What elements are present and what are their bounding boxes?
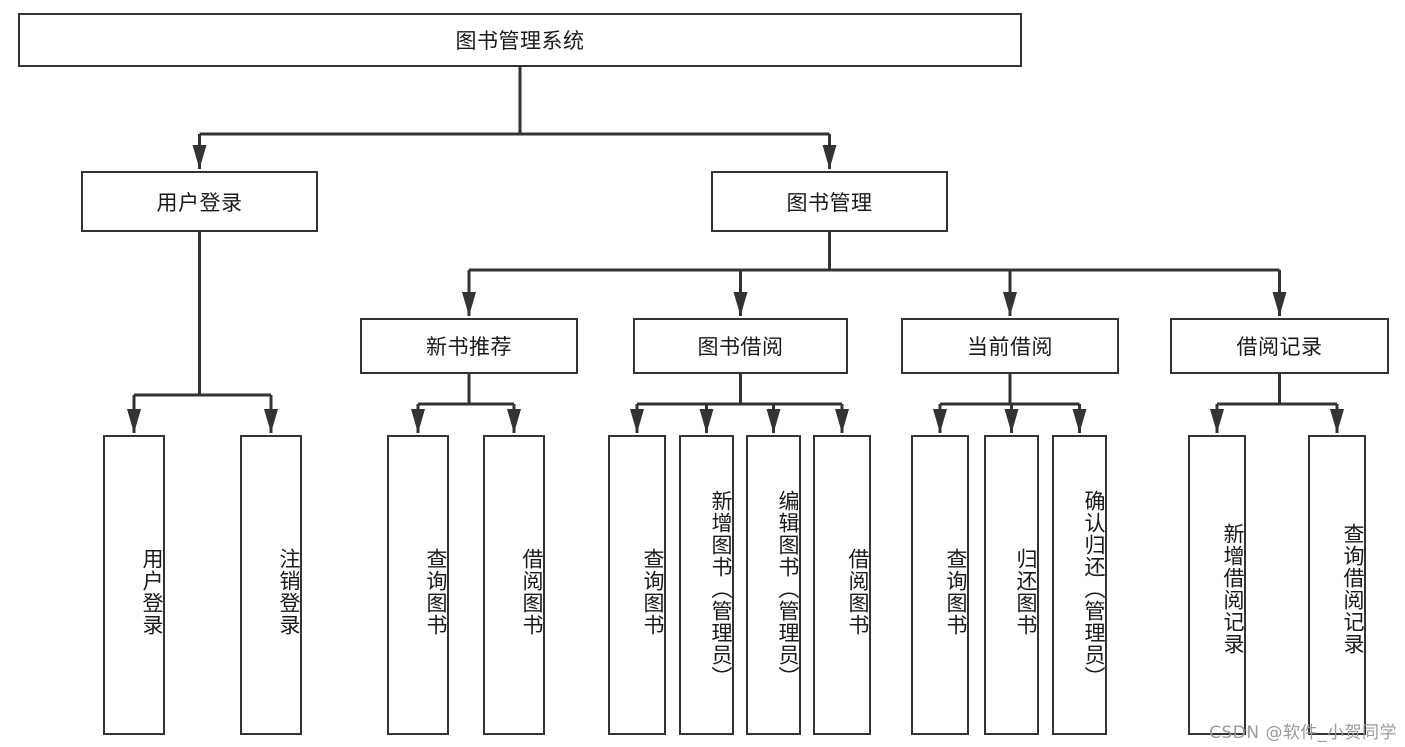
node-leaf-confirm[interactable]: 确认归还（管理员） (1052, 435, 1107, 735)
arrowhead-icon-leaf-query-record (1330, 409, 1344, 433)
arrowhead-icon-book-manage (822, 145, 837, 169)
node-label-leaf-query-2: 查询图书 (641, 548, 665, 636)
node-label-leaf-add-book: 新增图书（管理员） (709, 490, 733, 688)
node-label-leaf-borrow-1: 借阅图书 (520, 548, 544, 636)
node-label-borrow-record: 借阅记录 (1236, 335, 1323, 359)
node-label-leaf-login: 用户登录 (140, 548, 164, 636)
node-label-leaf-logout: 注销登录 (277, 548, 301, 636)
arrowhead-icon-new-book-rec (462, 292, 476, 316)
node-label-new-book-rec: 新书推荐 (426, 335, 512, 359)
node-label-leaf-borrow-2: 借阅图书 (846, 548, 870, 636)
arrowhead-icon-user-login (192, 145, 207, 169)
node-label-leaf-return-book: 归还图书 (1014, 548, 1038, 636)
node-book-borrow[interactable]: 图书借阅 (633, 318, 848, 374)
arrowhead-icon-leaf-add-book (699, 409, 714, 433)
arrowhead-icon-leaf-logout (264, 409, 278, 433)
node-leaf-query-2[interactable]: 查询图书 (608, 435, 666, 735)
node-label-root: 图书管理系统 (455, 29, 585, 53)
node-root[interactable]: 图书管理系统 (18, 13, 1022, 67)
node-label-book-borrow: 图书借阅 (697, 335, 784, 359)
node-leaf-borrow-2[interactable]: 借阅图书 (813, 435, 871, 735)
arrowhead-icon-book-borrow (733, 292, 748, 316)
node-label-leaf-confirm: 确认归还（管理员） (1082, 490, 1106, 688)
arrowhead-icon-current-borrow (1003, 292, 1017, 316)
arrowhead-icon-borrow-record (1272, 292, 1287, 316)
node-leaf-add-record[interactable]: 新增借阅记录 (1188, 435, 1246, 735)
node-leaf-logout[interactable]: 注销登录 (240, 435, 302, 735)
arrowhead-icon-leaf-return-book (1004, 409, 1019, 433)
node-label-current-borrow: 当前借阅 (967, 335, 1053, 359)
node-borrow-record[interactable]: 借阅记录 (1170, 318, 1389, 374)
node-leaf-edit-book[interactable]: 编辑图书（管理员） (746, 435, 801, 735)
arrowhead-icon-leaf-add-record (1210, 409, 1224, 433)
arrowhead-icon-leaf-query-2 (630, 409, 644, 433)
node-leaf-login[interactable]: 用户登录 (103, 435, 165, 735)
node-label-leaf-query-record: 查询借阅记录 (1341, 523, 1365, 655)
arrowhead-icon-leaf-confirm (1072, 409, 1087, 433)
node-current-borrow[interactable]: 当前借阅 (901, 318, 1119, 374)
watermark: CSDN @软件_小贺同学 (1209, 723, 1397, 743)
node-label-leaf-query-1: 查询图书 (424, 548, 448, 636)
arrowhead-icon-leaf-login (127, 409, 141, 433)
arrowhead-icon-leaf-query-1 (411, 409, 425, 433)
node-leaf-return-book[interactable]: 归还图书 (984, 435, 1039, 735)
node-leaf-borrow-1[interactable]: 借阅图书 (483, 435, 545, 735)
node-label-leaf-query-3: 查询图书 (944, 548, 968, 636)
node-book-manage[interactable]: 图书管理 (711, 171, 948, 232)
node-new-book-rec[interactable]: 新书推荐 (360, 318, 578, 374)
node-label-user-login: 用户登录 (156, 190, 243, 215)
node-leaf-add-book[interactable]: 新增图书（管理员） (679, 435, 734, 735)
arrowhead-icon-leaf-borrow-1 (507, 409, 521, 433)
node-user-login[interactable]: 用户登录 (81, 171, 318, 232)
arrowhead-icon-leaf-query-3 (933, 409, 947, 433)
node-label-leaf-edit-book: 编辑图书（管理员） (776, 490, 800, 688)
node-leaf-query-record[interactable]: 查询借阅记录 (1308, 435, 1366, 735)
arrowhead-icon-leaf-borrow-2 (835, 409, 849, 433)
node-leaf-query-1[interactable]: 查询图书 (387, 435, 449, 735)
node-label-leaf-add-record: 新增借阅记录 (1221, 523, 1245, 655)
node-label-book-manage: 图书管理 (786, 190, 873, 215)
arrowhead-icon-leaf-edit-book (766, 409, 781, 433)
node-leaf-query-3[interactable]: 查询图书 (911, 435, 969, 735)
